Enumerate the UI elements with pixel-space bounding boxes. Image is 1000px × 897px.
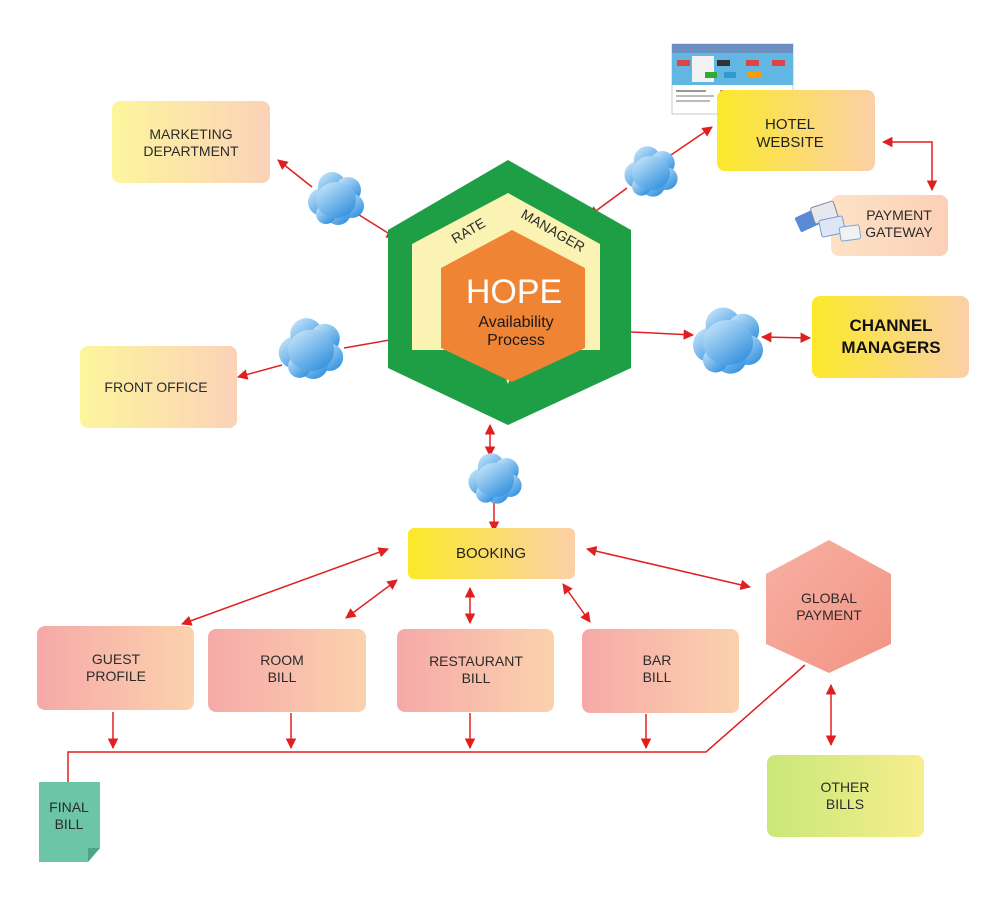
booking-label: BOOKING <box>456 545 526 562</box>
final-bill-label-line1: FINAL <box>49 799 89 815</box>
hub-subtitle-line1: Availability <box>478 314 553 331</box>
guest-profile-label-line2: PROFILE <box>86 668 146 684</box>
marketing-label-line1: MARKETING <box>149 126 232 142</box>
other-bills-label-line1: OTHER <box>821 779 870 795</box>
arrow-booking-room <box>345 579 398 619</box>
cloud-icon <box>278 318 344 380</box>
global-payment-label-line2: PAYMENT <box>796 607 862 623</box>
payment-gateway-label-line2: GATEWAY <box>865 224 933 240</box>
guest-profile-box: GUEST PROFILE <box>37 626 194 710</box>
cloud-icon <box>693 307 763 374</box>
other-bills-label-line2: BILLS <box>826 796 864 812</box>
bar-bill-label-line1: BAR <box>643 652 672 668</box>
front-office-box: FRONT OFFICE <box>80 346 237 428</box>
room-bill-box: ROOM BILL <box>208 629 366 712</box>
guest-profile-label-line1: GUEST <box>92 651 141 667</box>
hope-hub: RATE MANAGER HOPE Availability Process <box>388 160 631 425</box>
arrow-marketing-cloud <box>277 159 313 188</box>
booking-box: BOOKING <box>408 528 575 579</box>
cloud-icon <box>308 172 364 225</box>
arrow-website-gateway <box>881 136 938 192</box>
arrow-front-office-cloud <box>236 364 283 380</box>
arrow-cloud-channel <box>760 331 812 344</box>
hub-title: HOPE <box>466 273 562 311</box>
bar-bill-label-line2: BILL <box>643 669 672 685</box>
channel-managers-box: CHANNEL MANAGERS <box>812 296 969 378</box>
other-bills-box: OTHER BILLS <box>767 755 924 837</box>
connectors <box>67 126 938 782</box>
bill-bus-line <box>67 664 806 782</box>
room-bill-label-line2: BILL <box>268 669 297 685</box>
marketing-department-box: MARKETING DEPARTMENT <box>112 101 270 183</box>
cloud-icon <box>624 146 678 197</box>
hub-subtitle-line2: Process <box>487 332 545 349</box>
final-bill-document-icon: FINAL BILL <box>39 782 100 862</box>
hub-core-hexagon <box>441 230 585 382</box>
restaurant-bill-box: RESTAURANT BILL <box>397 629 554 712</box>
arrow-booking-guest <box>181 547 389 626</box>
hotel-website-box: HOTEL WEBSITE <box>717 90 875 171</box>
arrow-booking-global <box>585 546 752 590</box>
final-bill-label-line2: BILL <box>55 816 84 832</box>
global-payment-label-line1: GLOBAL <box>801 590 857 606</box>
global-payment-hexagon: GLOBAL PAYMENT <box>766 540 891 673</box>
restaurant-bill-label-line1: RESTAURANT <box>429 653 523 669</box>
marketing-label-line2: DEPARTMENT <box>143 143 239 159</box>
hotel-website-label-line2: WEBSITE <box>756 134 824 151</box>
payment-gateway-label-line1: PAYMENT <box>866 207 932 223</box>
payment-gateway-box: PAYMENT GATEWAY <box>831 195 948 256</box>
front-office-label: FRONT OFFICE <box>104 379 207 395</box>
hotel-website-label-line1: HOTEL <box>765 116 815 133</box>
cloud-icon <box>468 453 522 504</box>
channel-managers-label-line2: MANAGERS <box>841 338 940 357</box>
channel-managers-label-line1: CHANNEL <box>849 316 932 335</box>
payment-cards-icon <box>793 200 862 242</box>
restaurant-bill-label-line2: BILL <box>462 670 491 686</box>
arrow-booking-bar <box>562 583 591 623</box>
bar-bill-box: BAR BILL <box>582 629 739 713</box>
arrow-cloud-website <box>667 126 713 158</box>
room-bill-label-line1: ROOM <box>260 652 304 668</box>
